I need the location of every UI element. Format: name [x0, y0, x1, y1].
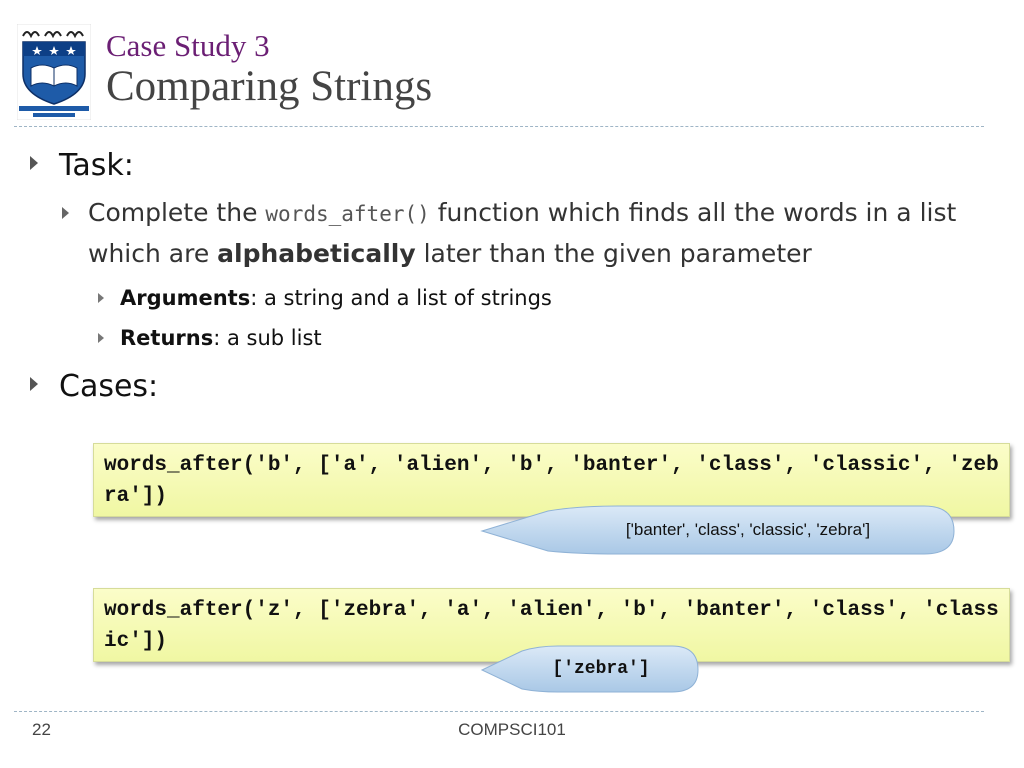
slide-title: Comparing Strings: [106, 63, 433, 110]
arguments-description: : a string and a list of strings: [250, 286, 552, 310]
bullet-task-text: Task:: [59, 148, 134, 183]
returns-text: Returns: a sub list: [120, 325, 322, 351]
page-number: 22: [32, 720, 51, 739]
case-2-code: words_after('z', ['zebra', 'a', 'alien',…: [104, 599, 999, 653]
returns-description: : a sub list: [213, 326, 322, 350]
triangle-bullet-icon: [98, 293, 104, 303]
arguments-text: Arguments: a string and a list of string…: [120, 285, 552, 311]
case-2-result: ['zebra']: [552, 659, 650, 679]
description-bold: alphabetically: [217, 239, 416, 268]
triangle-bullet-icon: [30, 377, 38, 391]
case-1-code: words_after('b', ['a', 'alien', 'b', 'ba…: [104, 454, 999, 508]
triangle-bullet-icon: [30, 156, 38, 170]
description-suffix: later than the given parameter: [415, 239, 812, 268]
slide-subtitle: Case Study 3: [106, 28, 270, 63]
arguments-label: Arguments: [120, 286, 251, 310]
bullet-cases: Cases:: [30, 369, 158, 405]
header-divider: [14, 126, 984, 127]
case-1-code-box: words_after('b', ['a', 'alien', 'b', 'ba…: [93, 443, 1010, 517]
footer-divider: [14, 711, 984, 712]
bullet-task: Task:: [30, 148, 134, 184]
bullet-returns: Returns: a sub list: [98, 325, 322, 351]
function-name: words_after(): [265, 202, 430, 226]
bullet-arguments: Arguments: a string and a list of string…: [98, 285, 552, 311]
description-prefix: Complete the: [88, 198, 266, 227]
bullet-task-description: Complete the words_after() function whic…: [62, 197, 968, 274]
callout-shape: [480, 505, 955, 555]
callout-shape: [480, 645, 699, 693]
triangle-bullet-icon: [62, 207, 69, 219]
task-description-text: Complete the words_after() function whic…: [88, 193, 968, 274]
university-crest-icon: [16, 23, 92, 121]
case-1-result: ['banter', 'class', 'classic', 'zebra']: [625, 520, 871, 539]
bullet-cases-text: Cases:: [59, 369, 159, 404]
case-2-result-callout: ['zebra']: [478, 645, 702, 695]
slide-header: Case Study 3 Comparing Strings: [106, 28, 432, 110]
case-1-result-callout: ['banter', 'class', 'classic', 'zebra']: [478, 505, 958, 557]
triangle-bullet-icon: [98, 333, 104, 343]
course-name: COMPSCI101: [458, 720, 566, 739]
description-middle: function which finds all the words in a …: [88, 198, 957, 268]
returns-label: Returns: [120, 326, 214, 350]
university-logo: [16, 23, 92, 121]
